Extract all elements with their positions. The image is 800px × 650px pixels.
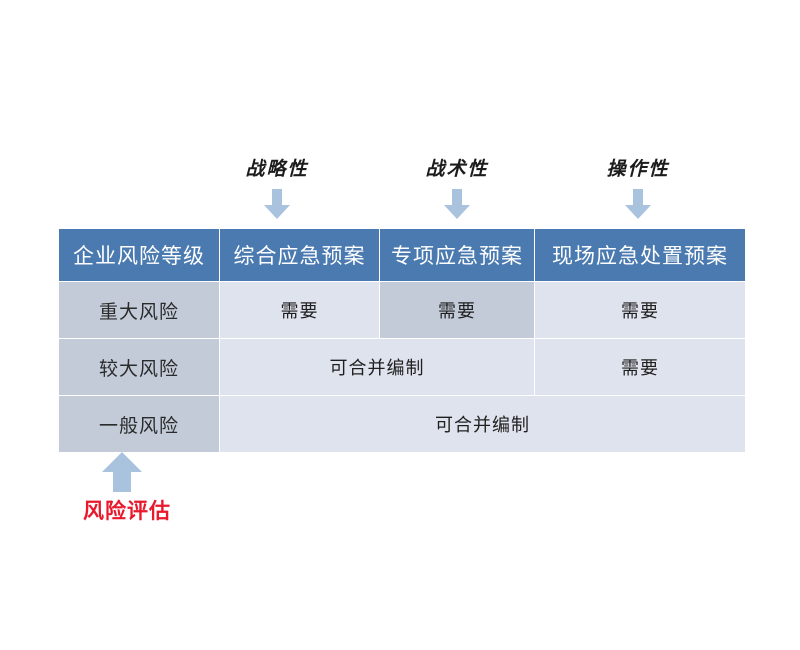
table-row: 重大风险 需要 需要 需要: [58, 281, 746, 339]
table-row: 一般风险 可合并编制: [58, 395, 746, 453]
row-header-general-risk: 一般风险: [58, 395, 220, 453]
arrow-down-icon: [625, 189, 651, 219]
annotation-strategic-label: 战略性: [245, 158, 309, 180]
row-header-larger-risk: 较大风险: [58, 338, 220, 396]
cell-major-comprehensive: 需要: [219, 281, 380, 339]
arrow-up-icon: [102, 452, 142, 492]
annotation-tactical-label: 战术性: [425, 158, 489, 180]
annotation-operational: 操作性: [558, 160, 718, 219]
annotation-strategic: 战略性: [197, 160, 357, 219]
table-header-row: 企业风险等级 综合应急预案 专项应急预案 现场应急处置预案: [58, 228, 746, 282]
cell-larger-onsite: 需要: [534, 338, 746, 396]
column-header-special-plan: 专项应急预案: [379, 228, 535, 282]
cell-larger-merged-plan: 可合并编制: [219, 338, 535, 396]
column-header-risk-level: 企业风险等级: [58, 228, 220, 282]
column-header-comprehensive-plan: 综合应急预案: [219, 228, 380, 282]
arrow-down-icon: [264, 189, 290, 219]
cell-major-onsite: 需要: [534, 281, 746, 339]
risk-plan-matrix-table: 企业风险等级 综合应急预案 专项应急预案 现场应急处置预案 重大风险 需要 需要…: [58, 228, 746, 453]
annotation-tactical: 战术性: [377, 160, 537, 219]
column-header-onsite-plan: 现场应急处置预案: [534, 228, 746, 282]
row-header-major-risk: 重大风险: [58, 281, 220, 339]
cell-general-merged-plan: 可合并编制: [219, 395, 746, 453]
arrow-down-icon: [444, 189, 470, 219]
risk-assessment-caption: 风险评估: [83, 498, 171, 523]
table-row: 较大风险 可合并编制 需要: [58, 338, 746, 396]
annotation-operational-label: 操作性: [606, 158, 670, 180]
cell-major-special: 需要: [379, 281, 535, 339]
